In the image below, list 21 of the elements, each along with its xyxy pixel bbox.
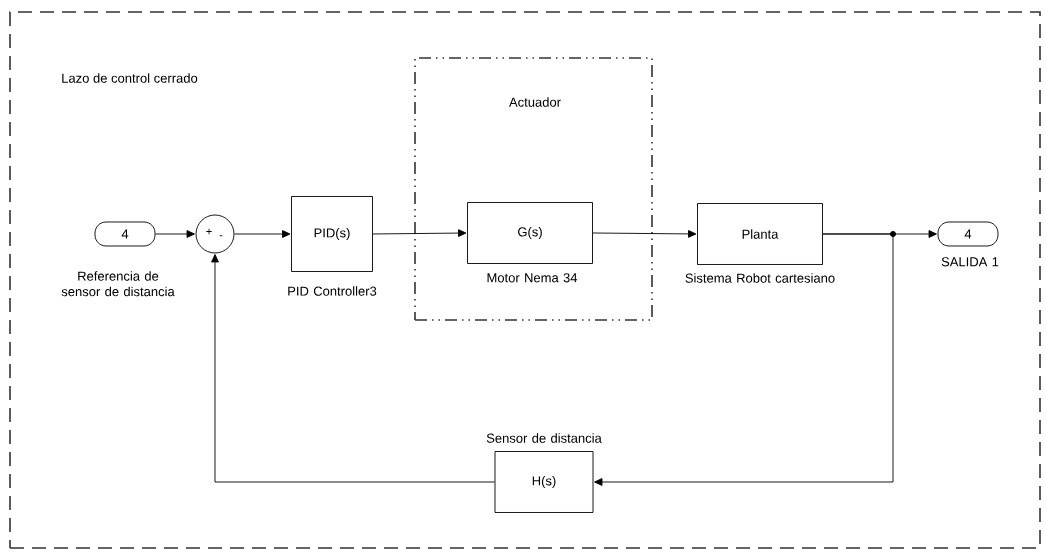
block-caption: Sistema Robot cartesiano	[685, 273, 835, 283]
arrow	[155, 230, 195, 238]
block-caption: Sensor de distancia	[486, 433, 602, 443]
group-title: Lazo de control cerrado	[62, 73, 198, 83]
block-caption: Motor Nema 34	[487, 273, 578, 283]
transfer-block: Planta	[697, 203, 823, 265]
arrow	[234, 230, 291, 238]
transfer-block: H(s)	[494, 451, 594, 513]
transfer-block: PID(s)	[291, 196, 373, 272]
arrow	[211, 254, 495, 483]
sum-junction: + -	[195, 214, 235, 254]
port-terminal: 4	[937, 221, 999, 247]
group-title: Actuador	[509, 97, 561, 107]
arrow	[372, 229, 467, 237]
transfer-block: G(s)	[467, 202, 593, 264]
block-caption: Referencia de sensor de distancia	[61, 271, 175, 297]
block-caption: SALIDA 1	[941, 257, 999, 267]
arrow	[594, 233, 894, 486]
port-terminal: 4	[94, 221, 156, 247]
arrow	[592, 230, 697, 238]
block-caption: PID Controller3	[288, 286, 377, 296]
